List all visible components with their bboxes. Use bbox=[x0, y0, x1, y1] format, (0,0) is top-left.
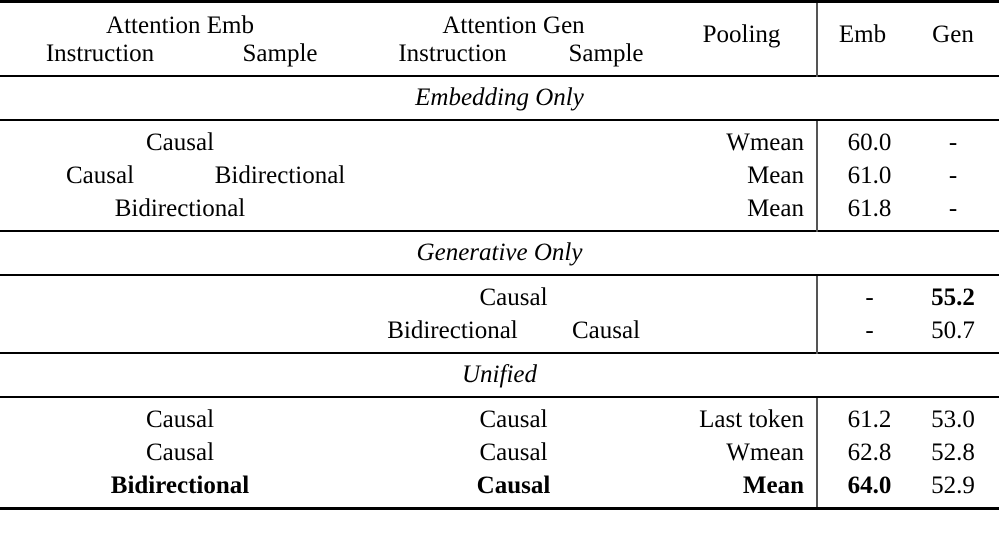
cell-gen-instruction bbox=[360, 121, 545, 159]
cell-emb-instruction bbox=[0, 314, 200, 353]
cell-emb-score: 64.0 bbox=[816, 469, 907, 509]
cell-pooling: Wmean bbox=[726, 439, 804, 466]
cell-gen-sample bbox=[545, 159, 667, 192]
cell-emb-attention: Bidirectional bbox=[114, 195, 246, 222]
cell-emb-score: 61.0 bbox=[816, 159, 907, 192]
header-pooling: Pooling bbox=[702, 21, 781, 48]
cell-pooling: Mean bbox=[742, 472, 804, 499]
cell-gen-instruction: Bidirectional bbox=[387, 317, 518, 344]
cell-gen-score: - bbox=[948, 162, 958, 189]
header-emb-instruction: Instruction bbox=[45, 40, 155, 67]
cell-emb-score: 61.2 bbox=[816, 398, 907, 436]
header-gen-score: Gen bbox=[932, 21, 974, 48]
header-attention-gen: Attention Gen bbox=[442, 12, 585, 39]
cell-gen-score: 55.2 bbox=[931, 284, 975, 311]
header-gen-instruction: Instruction bbox=[398, 40, 507, 67]
table-row: Causal - 55.2 bbox=[0, 276, 999, 314]
cell-emb-attention: Causal bbox=[145, 406, 215, 433]
cell-emb-attention: Bidirectional bbox=[110, 472, 250, 499]
cell-gen-sample: Causal bbox=[571, 317, 641, 344]
cell-emb-sample: Bidirectional bbox=[214, 162, 346, 189]
cell-gen-sample bbox=[545, 192, 667, 231]
cell-pooling bbox=[667, 314, 817, 353]
cell-emb-sample bbox=[200, 314, 360, 353]
table-row: Causal Causal Wmean 62.8 52.8 bbox=[0, 436, 999, 469]
cell-gen-attention: Causal bbox=[479, 284, 548, 311]
table-row: Causal Causal Last token 61.2 53.0 bbox=[0, 398, 999, 436]
cell-gen-score: - bbox=[948, 195, 958, 222]
cell-gen-attention: Causal bbox=[479, 406, 548, 433]
cell-gen-score: - bbox=[948, 129, 958, 156]
table-row: Bidirectional Mean 61.8 - bbox=[0, 192, 999, 231]
cell-gen-instruction bbox=[360, 192, 545, 231]
cell-gen-attention: Causal bbox=[476, 472, 551, 499]
header-attention-emb: Attention Emb bbox=[106, 12, 254, 39]
cell-gen-instruction bbox=[360, 159, 545, 192]
section-label-generative-only: Generative Only bbox=[416, 239, 583, 266]
cell-pooling: Mean bbox=[747, 162, 804, 189]
cell-gen-score: 52.9 bbox=[931, 472, 975, 499]
section-label-row: Generative Only bbox=[0, 232, 999, 275]
header-gen-sample: Sample bbox=[568, 40, 644, 67]
cell-emb-score: - bbox=[816, 276, 907, 314]
cell-emb-instruction: Causal bbox=[65, 162, 135, 189]
header-emb-sample: Sample bbox=[242, 40, 318, 67]
cell-pooling: Last token bbox=[699, 406, 804, 433]
rule-bottom bbox=[0, 507, 999, 511]
results-table: Attention Emb Attention Gen Pooling Emb … bbox=[0, 0, 999, 511]
table-row: Bidirectional Causal - 50.7 bbox=[0, 314, 999, 353]
cell-gen-sample bbox=[545, 121, 667, 159]
cell-pooling: Wmean bbox=[726, 129, 804, 156]
header-sub-row: Instruction Sample Instruction Sample bbox=[0, 39, 999, 76]
cell-emb-score: 62.8 bbox=[816, 436, 907, 469]
cell-pooling: Mean bbox=[747, 195, 804, 222]
table-row: Causal Wmean 60.0 - bbox=[0, 121, 999, 159]
cell-gen-score: 53.0 bbox=[931, 406, 975, 433]
cell-emb-sample bbox=[200, 276, 360, 314]
cell-emb-instruction bbox=[0, 276, 200, 314]
table-row: Causal Bidirectional Mean 61.0 - bbox=[0, 159, 999, 192]
header-emb-score: Emb bbox=[816, 3, 907, 76]
section-label-row: Unified bbox=[0, 354, 999, 397]
cell-gen-score: 50.7 bbox=[931, 317, 975, 344]
cell-gen-attention: Causal bbox=[479, 439, 548, 466]
cell-emb-score: 61.8 bbox=[816, 192, 907, 231]
cell-emb-attention: Causal bbox=[145, 439, 215, 466]
section-label-embedding-only: Embedding Only bbox=[415, 84, 584, 111]
cell-emb-score: 60.0 bbox=[816, 121, 907, 159]
cell-gen-score: 52.8 bbox=[931, 439, 975, 466]
section-label-unified: Unified bbox=[462, 361, 537, 388]
cell-pooling bbox=[667, 276, 817, 314]
section-label-row: Embedding Only bbox=[0, 77, 999, 120]
rule-top bbox=[0, 0, 999, 4]
cell-emb-attention: Causal bbox=[145, 129, 215, 156]
header-group-row: Attention Emb Attention Gen Pooling Emb … bbox=[0, 3, 999, 76]
table-row: Bidirectional Causal Mean 64.0 52.9 bbox=[0, 469, 999, 509]
cell-emb-score: - bbox=[816, 314, 907, 353]
